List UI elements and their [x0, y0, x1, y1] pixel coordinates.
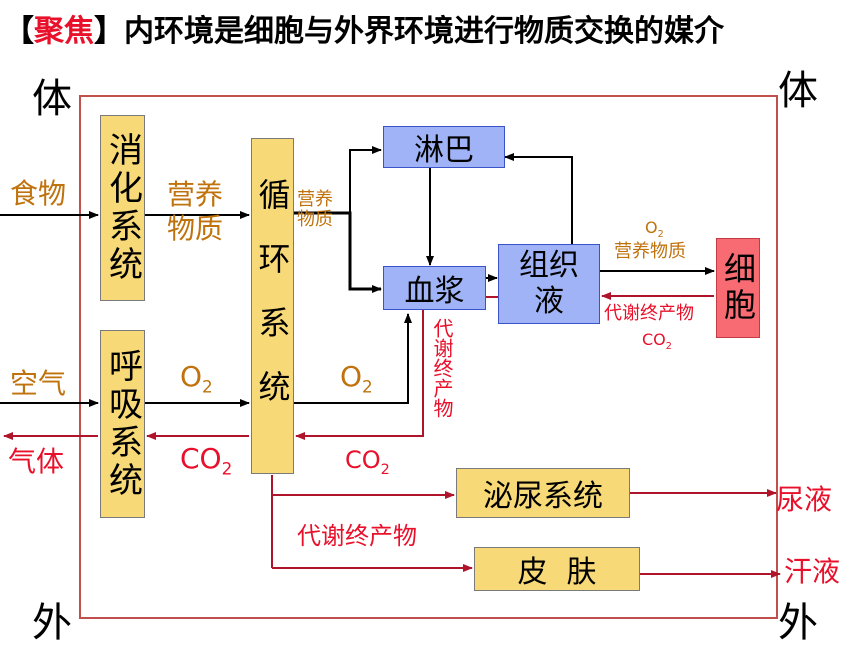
label-metabolite-horizontal: 代谢终产物	[297, 522, 417, 550]
circulatory-system-box: 循环系统	[251, 138, 294, 474]
corner-top-right: 体	[778, 68, 818, 114]
corner-bottom-right: 外	[778, 600, 818, 646]
skin-box: 皮 肤	[474, 547, 640, 591]
respiratory-system-box: 呼吸系统	[100, 330, 145, 518]
label-gas: 气体	[8, 445, 65, 478]
label-metabolite-vertical: 代谢终产物	[430, 318, 454, 418]
label-co2-left: CO2	[180, 442, 233, 479]
corner-top-left: 体	[32, 76, 72, 122]
label-metabolite-to-tissue: 代谢终产物	[604, 303, 694, 324]
label-nutrients: 营养物质	[167, 178, 224, 245]
page-title: 【聚焦】内环境是细胞与外界环境进行物质交换的媒介	[4, 14, 724, 49]
arrow-tissue-to-lymph	[504, 153, 573, 244]
cell-box: 细胞	[716, 238, 760, 338]
label-urine: 尿液	[776, 483, 833, 516]
arrow-o2-right	[294, 313, 412, 404]
urinary-system-box: 泌尿系统	[456, 468, 630, 518]
label-sweat: 汗液	[784, 555, 841, 588]
arrow-to-lymph	[349, 146, 382, 160]
body-frame	[79, 95, 778, 619]
label-o2-left: O2	[180, 360, 213, 397]
label-o2-right: O2	[340, 360, 373, 397]
digestive-system-box: 消化系统	[100, 115, 145, 301]
label-air: 空气	[10, 367, 67, 400]
label-o2-top: O2	[645, 218, 664, 241]
title-highlight: 聚焦	[34, 14, 94, 49]
plasma-box: 血浆	[383, 266, 486, 310]
lymph-box: 淋巴	[383, 126, 505, 168]
title-text: 内环境是细胞与外界环境进行物质交换的媒介	[124, 14, 724, 49]
label-co2-right: CO2	[345, 446, 390, 478]
arrow-circ-to-plasma	[294, 211, 382, 293]
label-co2-cell: CO2	[642, 330, 672, 353]
corner-bottom-left: 外	[32, 600, 72, 646]
tissue-fluid-box: 组织 液	[498, 244, 600, 324]
label-nutrients-to-cell: 营养物质	[614, 241, 686, 262]
arrow-co2-right	[295, 310, 424, 440]
label-food: 食物	[10, 177, 67, 210]
label-nutrients-small: 营养物质	[297, 189, 333, 230]
